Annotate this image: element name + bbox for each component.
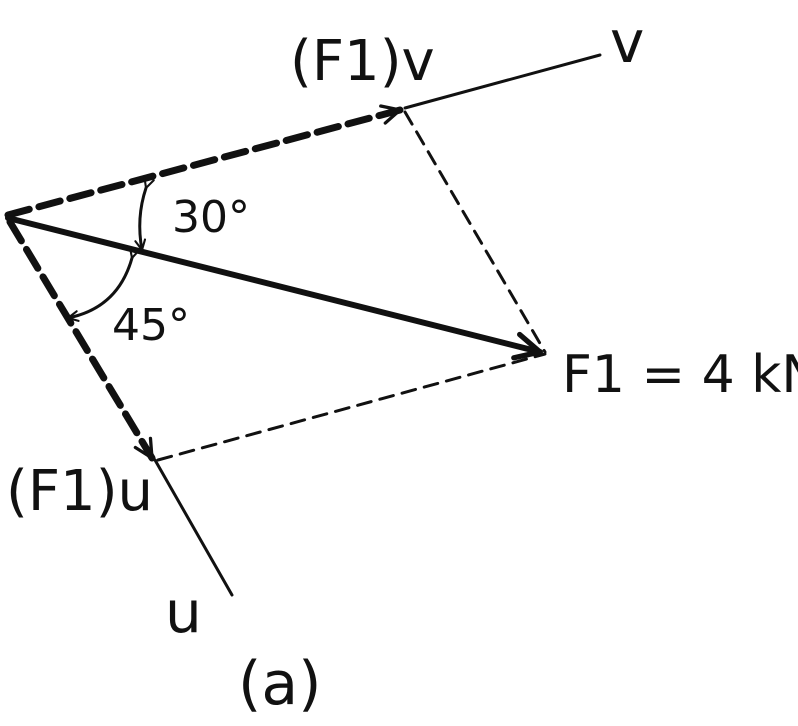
- label-angle-45: 45°: [112, 300, 190, 351]
- label-axis-u: u: [165, 578, 202, 646]
- v-axis-line: [403, 53, 602, 110]
- label-f1-u: (F1)u: [6, 459, 153, 524]
- component-u-arrow: [6, 218, 156, 462]
- label-axis-v: v: [610, 8, 644, 76]
- label-f1-v: (F1)v: [290, 29, 435, 94]
- parallelogram-side-right: [403, 110, 547, 354]
- label-angle-30: 30°: [172, 192, 250, 243]
- label-force: F1 = 4 kN: [562, 345, 798, 405]
- component-v-arrow: [4, 104, 404, 219]
- u-axis-line: [153, 458, 234, 597]
- caption: (a): [238, 649, 322, 719]
- angle-30-arc: [134, 176, 155, 252]
- force-f1-arrow: [5, 215, 543, 361]
- angle-45-arc: [66, 246, 141, 322]
- parallelogram-side-bottom: [156, 352, 547, 462]
